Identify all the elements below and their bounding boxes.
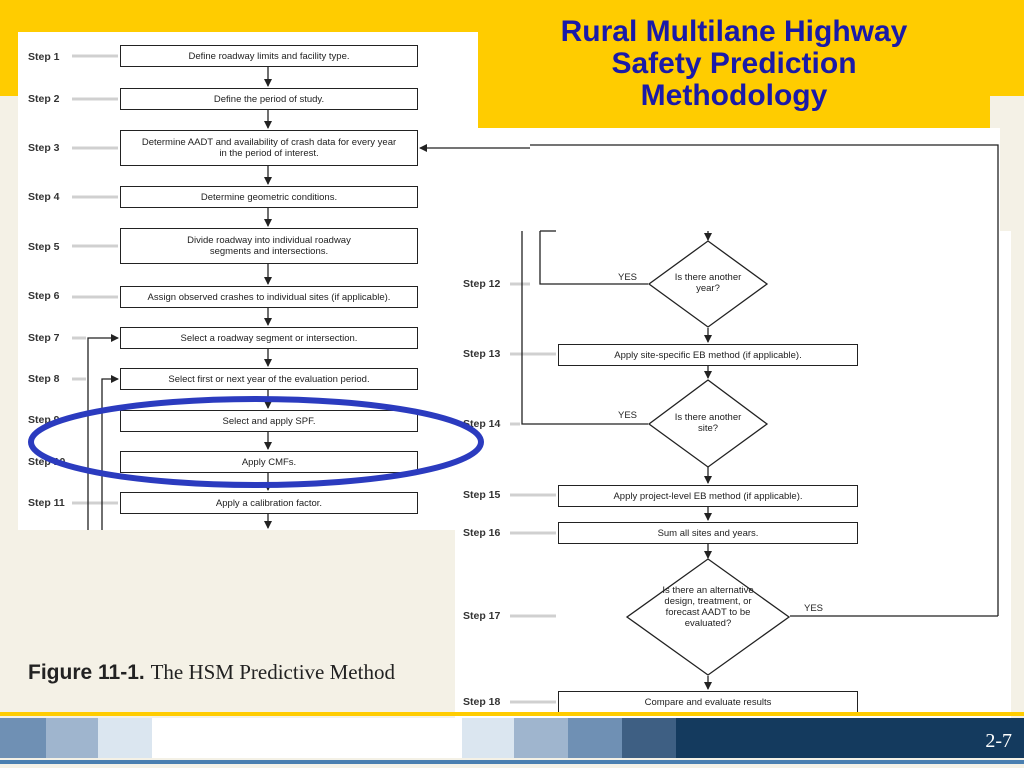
step-label: Step 6 [28,290,60,302]
decision-text: Is there another site? [674,412,742,434]
footer-block [98,718,152,758]
footer-block [622,718,676,758]
footer-block [0,718,46,758]
step-label: Step 18 [463,696,501,708]
step-box: Apply project-level EB method (if applic… [558,485,858,507]
step-label: Step 11 [28,497,65,509]
title-box: Rural Multilane Highway Safety Predictio… [478,0,990,128]
footer-block [676,718,1024,758]
step-box: Apply site-specific EB method (if applic… [558,344,858,366]
yes-label: YES [804,603,824,614]
decision-text: Is there an alternative design, treatmen… [662,585,754,629]
step-box: Determine geometric conditions. [120,186,418,208]
step-label: Step 5 [28,241,60,253]
footer-block [462,718,514,758]
yes-label: YES [618,272,638,283]
step-box: Determine AADT and availability of crash… [120,130,418,166]
step-label: Step 12 [463,278,501,290]
step-box: Divide roadway into individual roadway s… [120,228,418,264]
step-box: Select a roadway segment or intersection… [120,327,418,349]
step-label: Step 16 [463,527,501,539]
decision-text: Is there another year? [674,272,742,294]
footer-block [568,718,622,758]
step-label: Step 8 [28,373,60,385]
step-label: Step 7 [28,332,60,344]
yes-label: YES [618,410,638,421]
figure-title: The HSM Predictive Method [150,660,395,684]
step-box: Sum all sites and years. [558,522,858,544]
step-box: Define roadway limits and facility type. [120,45,418,67]
slide-title: Rural Multilane Highway Safety Predictio… [560,15,908,112]
step-label: Step 17 [463,610,501,622]
footer-block [514,718,568,758]
step-box: Select first or next year of the evaluat… [120,368,418,390]
step-label: Step 1 [28,51,60,63]
footer-gold-line [0,712,1024,716]
step-label: Step 3 [28,142,60,154]
step-box: Apply a calibration factor. [120,492,418,514]
page-number: 2-7 [985,730,1012,752]
step-label: Step 15 [463,489,501,501]
footer-block [46,718,98,758]
step-label: Step 4 [28,191,60,203]
figure-caption: Figure 11-1. The HSM Predictive Method [28,660,395,685]
step-label: Step 13 [463,348,501,360]
step-box: Define the period of study. [120,88,418,110]
footer-blue-line [0,760,1024,764]
step-box: Apply CMFs. [120,451,418,473]
step-box: Select and apply SPF. [120,410,418,432]
figure-number: Figure 11-1. [28,661,145,684]
step-box: Assign observed crashes to individual si… [120,286,418,308]
step-label: Step 2 [28,93,60,105]
